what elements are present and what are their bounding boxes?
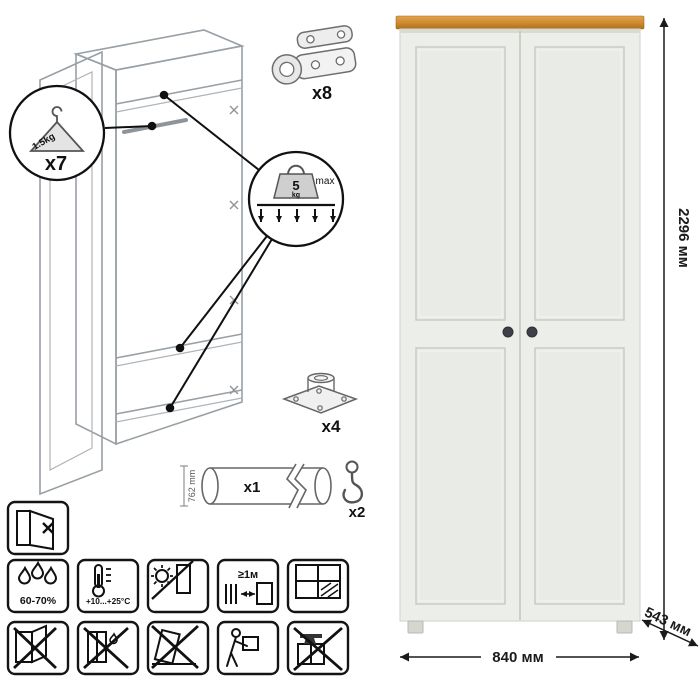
care-tile-distance: ≥1м [216, 558, 280, 614]
load-max-label: max [316, 176, 335, 187]
load-unit-label: kg [292, 192, 300, 199]
cross-mark [151, 624, 199, 670]
cross-mark [293, 626, 343, 672]
temperature-label: +10...+25°C [86, 596, 130, 606]
hanger-icon [28, 106, 86, 152]
depth-dimension: 543 мм [641, 605, 699, 647]
distance-icon [225, 582, 273, 605]
hanger-count-label: x7 [45, 153, 67, 175]
cross-mark [83, 626, 129, 670]
wireframe-wardrobe [39, 29, 245, 496]
sunlight-icon [151, 560, 194, 600]
care-tile-door [6, 500, 70, 556]
hinge-count-label: x8 [312, 83, 332, 103]
hanger-callout: 1.5kg x7 [8, 84, 106, 182]
callout-dots [147, 90, 185, 413]
door-warning-icon [16, 509, 54, 551]
load-value-label: 5 [292, 178, 299, 193]
door-knob-left [502, 326, 514, 338]
rod-length-label: 762 mm [187, 470, 197, 503]
wardrobe-image [395, 15, 645, 634]
humidity-label: 60-70% [20, 595, 57, 607]
foot-part: x4 [281, 372, 359, 436]
wardrobe-foot-left [407, 620, 424, 634]
weight-icon [273, 164, 319, 199]
carry-icon [226, 628, 259, 667]
care-tile-no-tilt [146, 620, 210, 676]
care-tile-humidity: 60-70% [6, 558, 70, 614]
care-icons: 60-70% +10...+25°C [6, 500, 350, 676]
care-tile-carry [216, 620, 280, 676]
ventilation-icon [295, 564, 341, 599]
rod-part: 762 mm x1 [180, 461, 332, 511]
door-knob-right [526, 326, 538, 338]
care-tile-ventilation [286, 558, 350, 614]
callout-lines [104, 94, 273, 409]
humidity-icon [17, 560, 58, 585]
wardrobe-foot-right [616, 620, 633, 634]
depth-label: 543 мм [642, 605, 694, 640]
temperature-icon [92, 564, 111, 598]
hook-count-label: x2 [349, 504, 366, 521]
rod-icon [201, 461, 332, 511]
hook-part: x2 [342, 460, 366, 521]
care-tile-temperature: +10...+25°C [76, 558, 140, 614]
wardrobe-left-door [415, 46, 506, 605]
width-dimension: 840 мм [400, 649, 639, 666]
hinge-part: x8 [271, 25, 357, 103]
wardrobe-right-door [534, 46, 625, 605]
rod-count-label: x1 [244, 479, 261, 496]
height-dimension: 2296 мм [659, 18, 692, 640]
foot-icon [281, 372, 359, 414]
max-load-callout: 5 kg max [247, 150, 345, 248]
distance-label: ≥1м [238, 569, 258, 581]
care-tile-no-moisture [76, 620, 140, 676]
cross-mark [13, 626, 57, 670]
hinge-position-marks [229, 105, 239, 395]
foot-count-label: x4 [322, 417, 341, 436]
hinge-icon [271, 25, 357, 85]
height-label: 2296 мм [675, 208, 692, 268]
width-label: 840 мм [492, 649, 543, 666]
care-tile-no-heavy-load [286, 620, 350, 676]
care-tile-sunlight [146, 558, 210, 614]
load-arrows [258, 209, 336, 222]
hook-icon [342, 460, 364, 504]
wardrobe-top [395, 15, 645, 30]
care-tile-no-open-door-move [6, 620, 70, 676]
